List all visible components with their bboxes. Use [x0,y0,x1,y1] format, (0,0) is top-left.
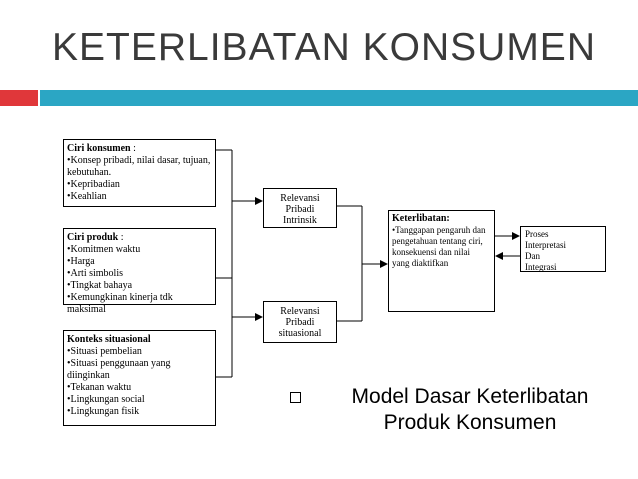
product-trait-item: •Kemungkinan kinerja tdk maksimal [67,292,173,315]
product-trait-item: •Harga [67,256,95,267]
involvement-line: yang diaktifkan [392,258,449,268]
situational-relevance-line: situasional [278,328,322,339]
context-item: diinginkan [67,370,110,381]
product-trait-item: •Arti simbolis [67,268,124,279]
consumer-trait-item: kebutuhan. [67,167,112,178]
diagram-caption: Model Dasar Keterlibatan Produk Konsumen [320,384,620,436]
intrinsic-relevance-line: Relevansi [280,193,320,204]
context-item: •Situasi pembelian [67,346,142,357]
involvement-line: pengetahuan tentang ciri, [392,236,483,246]
consumer-trait-item: •Konsep pribadi, nilai dasar, tujuan, [67,155,211,166]
caption-line: Produk Konsumen [383,411,557,434]
accent-band-red [0,90,38,106]
intrinsic-relevance-line: Intrinsik [283,215,317,226]
process-line: Dan [525,251,540,261]
involvement-line: •Tanggapan pengaruh dan [392,225,486,235]
context-item: •Tekanan waktu [67,382,132,393]
context-item: •Lingkungan fisik [67,406,140,417]
consumer-traits-box: Ciri konsumen : •Konsep pribadi, nilai d… [63,139,216,207]
product-trait-item: •Komitmen waktu [67,244,141,255]
interpretation-process-box: Proses Interpretasi Dan Integrasi [520,226,606,272]
square-bullet-icon [290,392,301,403]
product-traits-box: Ciri produk : •Komitmen waktu •Harga •Ar… [63,228,216,315]
process-line: Integrasi [525,262,557,272]
situational-context-heading: Konteks situasional [67,334,151,345]
involvement-heading: Keterlibatan: [392,213,450,224]
consumer-trait-item: •Keahlian [67,191,107,202]
involvement-line: konsekuensi dan nilai [392,247,470,257]
involvement-box: Keterlibatan: •Tanggapan pengaruh dan pe… [388,210,495,312]
caption-line: Model Dasar Keterlibatan [351,385,589,408]
situational-context-box: Konteks situasional •Situasi pembelian •… [63,330,216,426]
product-traits-heading: Ciri produk : [67,232,124,243]
context-item: •Situasi penggunaan yang [67,358,171,369]
intrinsic-relevance-line: Pribadi [285,204,315,215]
intrinsic-relevance-box: Relevansi Pribadi Intrinsik [263,188,337,228]
situational-relevance-box: Relevansi Pribadi situasional [263,301,337,343]
accent-band-blue [40,90,638,106]
situational-relevance-line: Relevansi [280,306,320,317]
slide-title: KETERLIBATAN KONSUMEN [52,26,596,69]
process-line: Proses [525,229,549,239]
situational-relevance-line: Pribadi [285,317,315,328]
product-trait-item: •Tingkat bahaya [67,280,133,291]
consumer-trait-item: •Kepribadian [67,179,120,190]
context-item: •Lingkungan social [67,394,145,405]
process-line: Interpretasi [525,240,566,250]
consumer-traits-heading: Ciri konsumen : [67,143,136,154]
